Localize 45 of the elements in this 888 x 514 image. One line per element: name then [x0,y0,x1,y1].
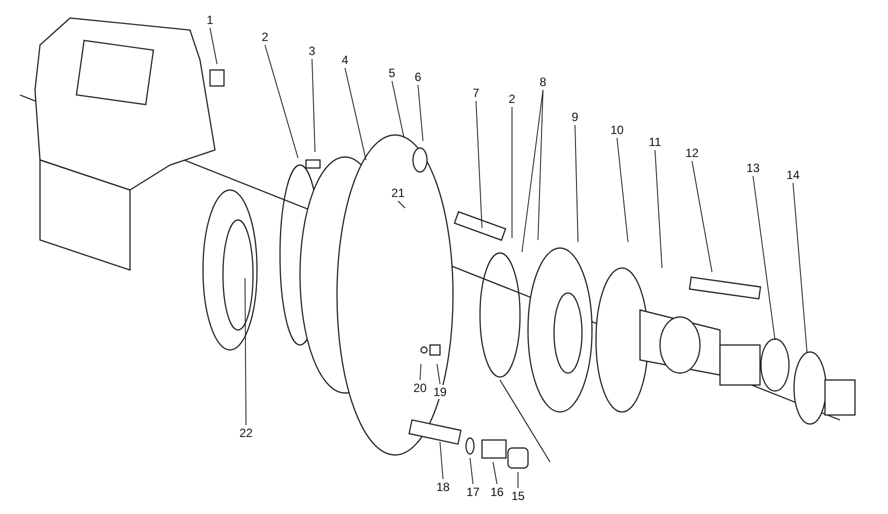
leader-line [264,44,298,158]
callout-number: 15 [510,489,526,503]
callout-number: 10 [609,123,625,137]
leader-line [244,278,246,426]
callout-number: 6 [414,70,422,84]
callout-number: 7 [472,86,480,100]
callout-number: 3 [308,44,316,58]
leader-line [654,150,662,268]
leader-line [476,100,482,228]
leader-line [792,182,808,352]
callout-number: 1 [206,13,214,27]
leader-line [392,80,404,138]
leader-line [344,68,366,160]
leader-line [752,176,776,340]
leader-line [440,442,444,480]
callout-number: 2 [260,30,270,44]
callout-number: 19 [432,385,448,399]
callout-number: 20 [412,381,428,395]
leader-line [470,458,474,484]
leader-line [436,364,440,384]
callout-number: 11 [648,135,662,149]
leader-line [692,160,712,272]
leader-line [574,124,578,242]
callout-number: 2 [508,92,516,106]
callout-number: 18 [435,480,451,494]
callout-number: 12 [684,146,700,160]
leader-line [418,84,424,142]
callout-number: 8 [538,75,548,89]
leader-line [420,364,422,380]
callout-number: 21 [390,186,406,200]
leader-line [538,90,544,240]
leader-line [210,28,218,64]
callout-number: 4 [340,53,350,67]
callout-number: 9 [570,110,580,124]
callout-number: 16 [489,485,505,499]
callout-number: 22 [238,426,254,440]
leader-line [312,58,316,152]
callout-number: 17 [465,485,481,499]
leader-line [492,462,498,484]
leader-line [522,90,544,252]
callout-number: 13 [745,161,761,175]
leader-line [398,200,406,208]
callout-number: 14 [785,168,801,182]
callout-number: 5 [388,66,396,80]
leader-line [616,138,628,242]
